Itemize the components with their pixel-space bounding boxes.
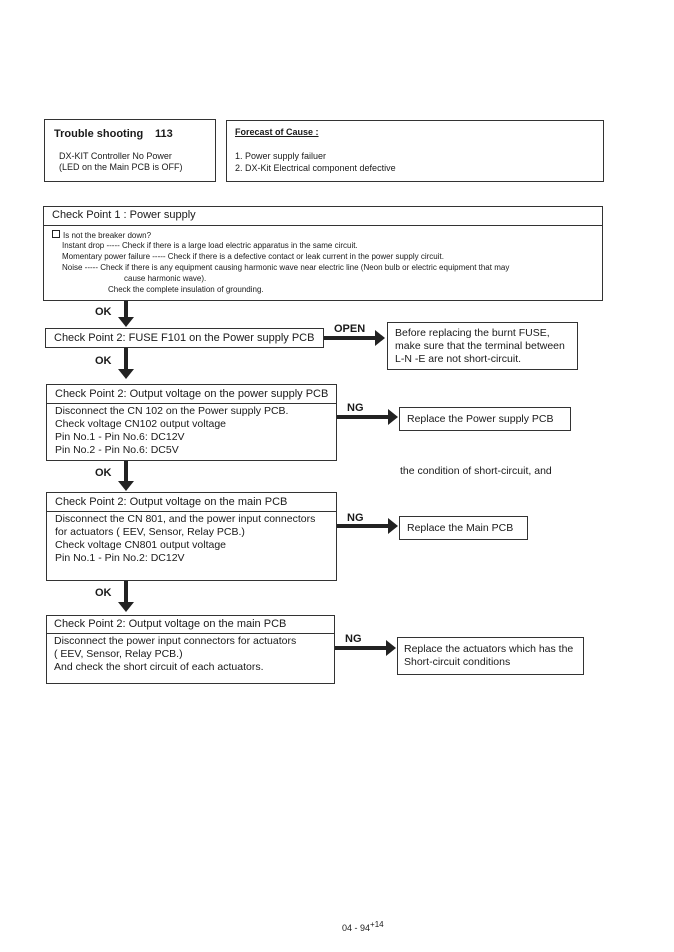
ng-label-3: NG	[345, 633, 362, 645]
cp1-line-2: Momentary power failure ----- Check if t…	[62, 252, 444, 261]
fuse-result-line-3: L-N -E are not short-circuit.	[395, 353, 522, 365]
check-point-1-box: Check Point 1 : Power supply Is not the …	[43, 206, 603, 301]
check-point-fuse-title: Check Point 2: FUSE F101 on the Power su…	[54, 332, 315, 344]
flow-arrow-down-1	[118, 301, 134, 327]
cp1-line-4: cause harmonic wave).	[124, 274, 207, 283]
replace-power-pcb-text: Replace the Power supply PCB	[407, 413, 554, 425]
cp5-line-1: Disconnect the power input connectors fo…	[54, 635, 297, 647]
trouble-line-2: (LED on the Main PCB is OFF)	[59, 162, 183, 172]
forecast-cause-1: 1. Power supply failuer	[235, 151, 327, 161]
flow-arrow-down-3	[118, 461, 134, 491]
check-point-1-title: Check Point 1 : Power supply	[52, 209, 196, 221]
cp4-line-3: Check voltage CN801 output voltage	[55, 539, 227, 551]
check-point-power-pcb-box: Check Point 2: Output voltage on the pow…	[46, 384, 337, 461]
forecast-cause-2: 2. DX-Kit Electrical component defective	[235, 163, 396, 173]
cp3-line-1: Disconnect the CN 102 on the Power suppl…	[55, 405, 289, 417]
forecast-box: Forecast of Cause : 1. Power supply fail…	[226, 120, 604, 182]
cp5-line-2: ( EEV, Sensor, Relay PCB.)	[54, 648, 183, 660]
page-number: 04 - 94+14	[342, 920, 384, 933]
trouble-line-1: DX-KIT Controller No Power	[59, 151, 172, 161]
check-point-power-pcb-title: Check Point 2: Output voltage on the pow…	[55, 388, 329, 400]
cp4-line-1: Disconnect the CN 801, and the power inp…	[55, 513, 316, 525]
replace-main-pcb-text: Replace the Main PCB	[407, 522, 514, 534]
cp4-line-2: for actuators ( EEV, Sensor, Relay PCB.)	[55, 526, 245, 538]
check-point-actuators-title: Check Point 2: Output voltage on the mai…	[54, 618, 287, 630]
floating-note: the condition of short-circuit, and	[400, 465, 552, 477]
replace-main-pcb-box: Replace the Main PCB	[399, 516, 528, 540]
flow-arrow-down-4	[118, 581, 134, 612]
cp1-line-5: Check the complete insulation of groundi…	[108, 285, 264, 294]
ng-label-2: NG	[347, 512, 364, 524]
checkbox-icon	[52, 230, 60, 238]
cp3-line-3: Pin No.1 - Pin No.6: DC12V	[55, 431, 185, 443]
breaker-question: Is not the breaker down?	[52, 230, 151, 240]
cp1-line-3: Noise ----- Check if there is any equipm…	[62, 263, 510, 272]
check-point-fuse-box: Check Point 2: FUSE F101 on the Power su…	[45, 328, 324, 348]
flow-arrow-down-2	[118, 348, 134, 379]
replace-actuators-line-1: Replace the actuators which has the	[404, 643, 574, 655]
fuse-result-line-1: Before replacing the burnt FUSE,	[395, 327, 550, 339]
flow-arrow-right-open	[324, 330, 385, 346]
replace-actuators-line-2: Short-circuit conditions	[404, 656, 511, 668]
ok-label-1: OK	[95, 306, 112, 318]
replace-actuators-box: Replace the actuators which has the Shor…	[397, 637, 584, 675]
page-number-text: 04 - 94	[342, 923, 371, 933]
ok-label-3: OK	[95, 467, 112, 479]
breaker-question-text: Is not the breaker down?	[63, 231, 152, 240]
replace-power-pcb-box: Replace the Power supply PCB	[399, 407, 571, 431]
page-number-sup: +14	[370, 920, 384, 929]
ok-label-2: OK	[95, 355, 112, 367]
fuse-result-box: Before replacing the burnt FUSE, make su…	[387, 322, 578, 370]
check-point-main-pcb-title: Check Point 2: Output voltage on the mai…	[55, 496, 288, 508]
cp5-line-3: And check the short circuit of each actu…	[54, 661, 264, 673]
forecast-title: Forecast of Cause :	[235, 127, 319, 137]
fuse-result-line-2: make sure that the terminal between	[395, 340, 565, 352]
check-point-actuators-box: Check Point 2: Output voltage on the mai…	[46, 615, 335, 684]
ng-label-1: NG	[347, 402, 364, 414]
flow-arrow-right-ng-2	[337, 518, 398, 534]
flow-arrow-right-ng-1	[337, 409, 398, 425]
ok-label-4: OK	[95, 587, 112, 599]
check-point-main-pcb-box: Check Point 2: Output voltage on the mai…	[46, 492, 337, 581]
open-label: OPEN	[334, 323, 366, 335]
trouble-shooting-box: Trouble shooting 113 DX-KIT Controller N…	[44, 119, 216, 182]
check-point-actuators-header: Check Point 2: Output voltage on the mai…	[47, 616, 334, 634]
check-point-power-pcb-header: Check Point 2: Output voltage on the pow…	[47, 385, 336, 404]
cp3-line-4: Pin No.2 - Pin No.6: DC5V	[55, 444, 179, 456]
check-point-1-header: Check Point 1 : Power supply	[44, 207, 602, 226]
flow-arrow-right-ng-3	[335, 640, 396, 656]
trouble-number: 113	[155, 128, 173, 140]
check-point-main-pcb-header: Check Point 2: Output voltage on the mai…	[47, 493, 336, 512]
cp3-line-2: Check voltage CN102 output voltage	[55, 418, 227, 430]
trouble-title: Trouble shooting	[54, 128, 144, 140]
cp4-line-4: Pin No.1 - Pin No.2: DC12V	[55, 552, 185, 564]
cp1-line-1: Instant drop ----- Check if there is a l…	[62, 241, 358, 250]
